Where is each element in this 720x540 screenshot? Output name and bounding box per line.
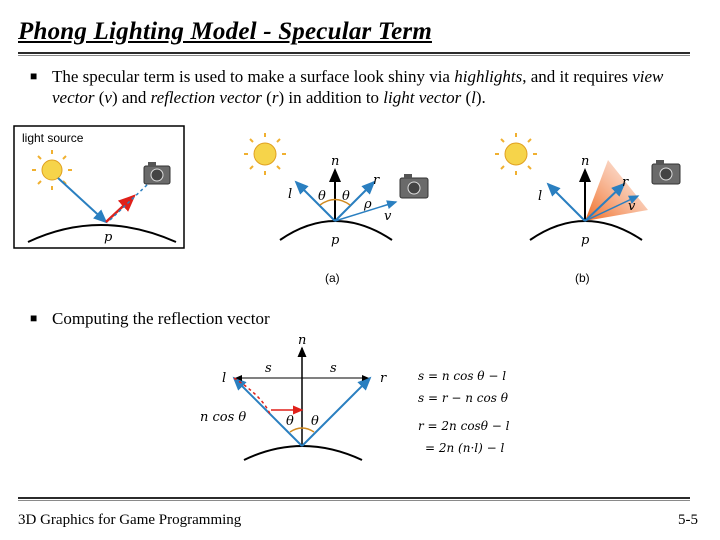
sun-icon xyxy=(32,150,72,190)
bullet-reflection-vector: ■ Computing the reflection vector xyxy=(30,308,430,329)
label-ncos: n cos θ xyxy=(200,410,246,425)
page-number: 5-5 xyxy=(678,512,698,528)
label-v: v xyxy=(384,209,392,224)
bullet-text: The specular term is used to make a surf… xyxy=(52,67,664,107)
bullet-square-icon: ■ xyxy=(30,69,38,83)
view-vector xyxy=(584,195,640,222)
label-s-right: s xyxy=(330,361,337,376)
bullet-square-icon: ■ xyxy=(30,311,38,325)
title-divider-thin xyxy=(18,55,690,56)
label-p: p xyxy=(331,233,340,248)
label-n: n xyxy=(581,154,589,169)
label-r: r xyxy=(373,173,380,188)
light-vector xyxy=(546,182,586,222)
footer-divider-thin xyxy=(18,500,690,501)
figure-light-source: light source p xyxy=(13,125,185,249)
label-l: l xyxy=(288,187,292,202)
surface-curve xyxy=(243,445,363,461)
equation-1: s = n cos θ − l xyxy=(418,369,506,383)
point-label: p xyxy=(104,230,113,245)
label-n: n xyxy=(298,333,306,348)
light-vector xyxy=(294,180,336,222)
label-s-left: s xyxy=(265,361,272,376)
figure-a: n l r v θ θ ρ p (a) xyxy=(244,133,429,285)
reflection-vector xyxy=(334,180,376,222)
figure-reflection: n l r s s n cos θ θ θ xyxy=(200,333,387,461)
view-vector xyxy=(109,183,149,221)
footer-divider xyxy=(18,497,690,499)
caption-a: (a) xyxy=(325,271,340,285)
reflection-vector xyxy=(105,194,136,223)
reflection-vector xyxy=(301,376,372,447)
equation-3: r = 2n cosθ − l xyxy=(418,419,510,433)
slide-title: Phong Lighting Model - Specular Term xyxy=(18,18,432,45)
camera-icon xyxy=(651,160,681,185)
caption-b: (b) xyxy=(575,271,590,285)
label-rho: ρ xyxy=(363,197,372,212)
label-n: n xyxy=(331,154,339,169)
bullet-text: Computing the reflection vector xyxy=(52,309,270,328)
label-l: l xyxy=(222,371,226,386)
title-divider xyxy=(18,52,690,54)
view-vector xyxy=(334,200,398,222)
light-vector xyxy=(232,376,303,447)
label-theta-right: θ xyxy=(342,189,350,204)
label-p: p xyxy=(581,233,590,248)
footer-course-title: 3D Graphics for Game Programming xyxy=(18,512,242,528)
surface-curve xyxy=(27,224,177,243)
camera-icon xyxy=(399,174,429,199)
label-v: v xyxy=(628,199,636,214)
label-r: r xyxy=(380,371,387,386)
angle-arc xyxy=(319,198,351,206)
figure-frame xyxy=(13,125,185,249)
angle-arc xyxy=(289,427,315,433)
reflection-vector xyxy=(584,182,626,222)
equations-block: s = n cos θ − l s = r − n cos θ r = 2n c… xyxy=(418,369,510,455)
label-theta-right: θ xyxy=(311,414,319,429)
equation-4: = 2n (n·l) − l xyxy=(425,441,504,455)
label-theta-left: θ xyxy=(286,414,294,429)
sun-icon xyxy=(244,133,286,175)
projection-line xyxy=(233,377,271,415)
label-r: r xyxy=(622,175,629,190)
bullet-specular-term: ■ The specular term is used to make a su… xyxy=(30,66,690,108)
light-vector xyxy=(57,177,108,224)
sun-icon xyxy=(495,133,537,175)
camera-icon xyxy=(143,162,171,185)
label-theta-left: θ xyxy=(318,189,326,204)
equation-2: s = r − n cos θ xyxy=(418,391,509,405)
label-l: l xyxy=(538,189,542,204)
light-source-label: light source xyxy=(22,131,84,145)
figure-b: n l r v p (b) xyxy=(495,133,681,285)
